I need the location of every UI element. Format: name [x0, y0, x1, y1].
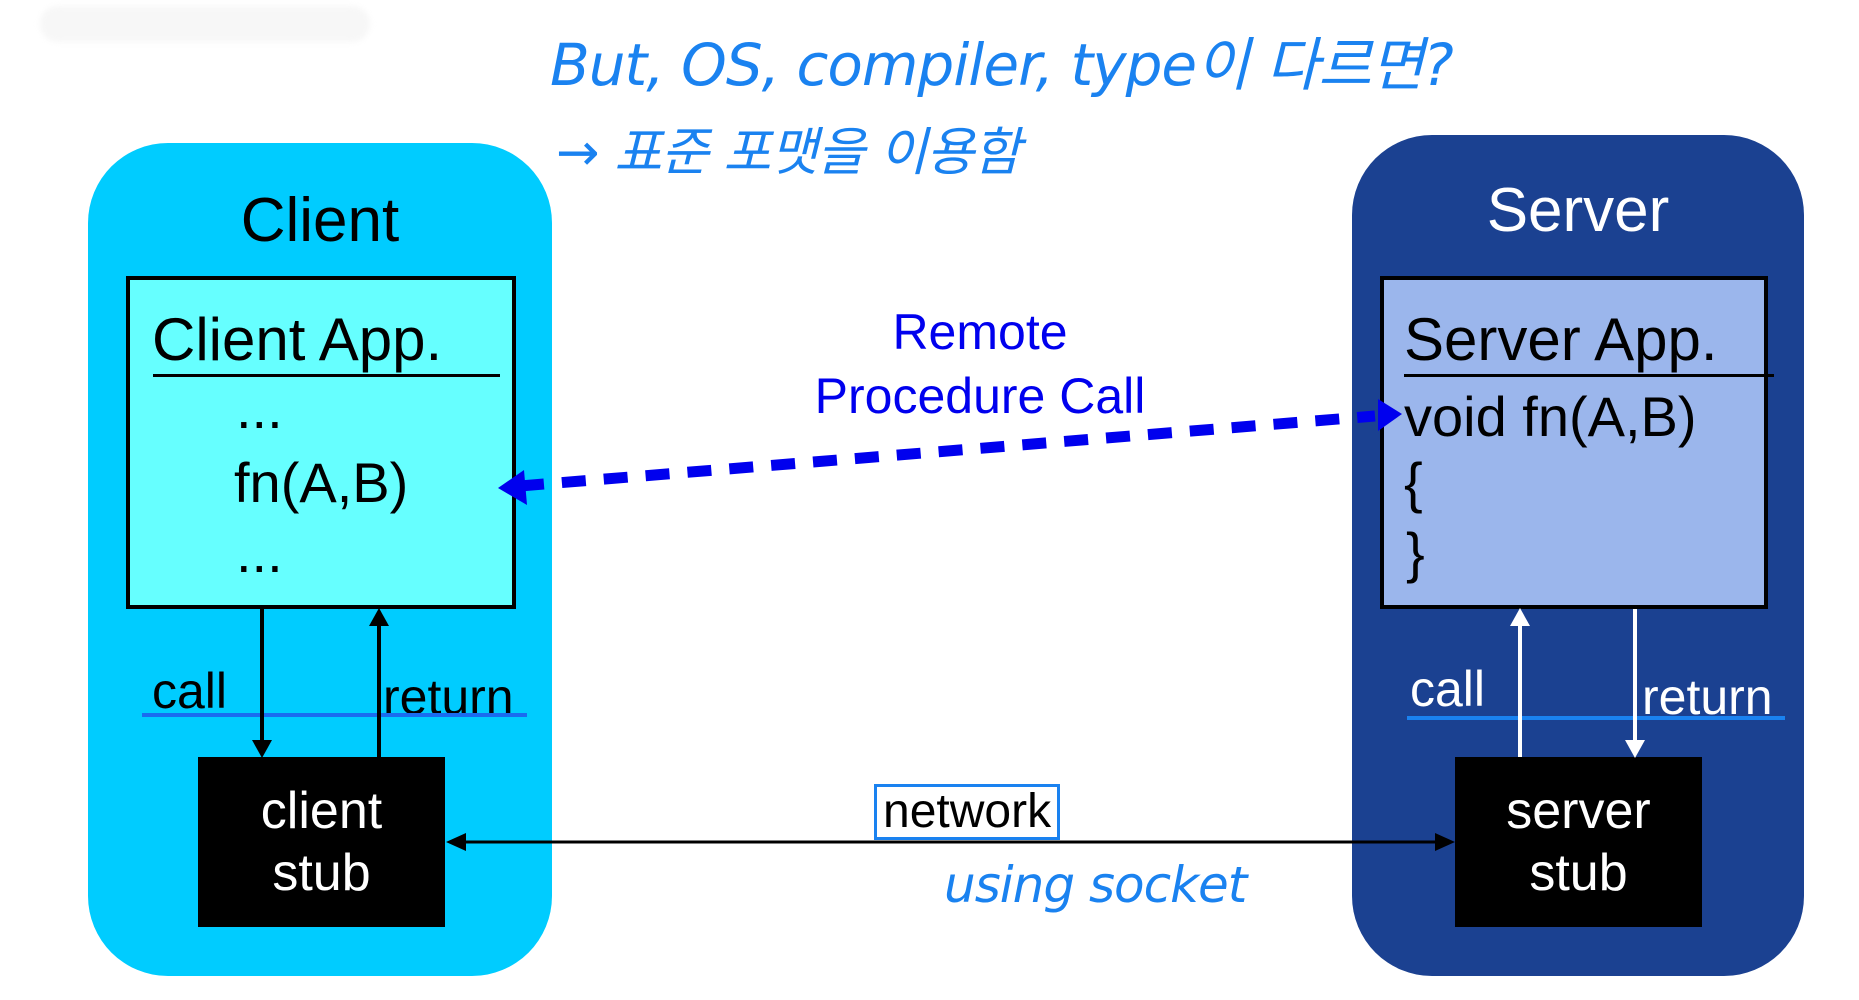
rpc-label: Remote Procedure Call — [780, 300, 1180, 428]
server-call-arrow — [1510, 608, 1530, 757]
network-arrowhead-right — [1435, 833, 1455, 851]
client-app-box: Client App. ... fn(A,B) ... — [126, 276, 516, 609]
server-stub-line1: server — [1506, 782, 1651, 840]
server-call-return-underline — [1407, 716, 1785, 720]
client-stub-line2: stub — [272, 844, 371, 902]
server-return-arrow — [1625, 609, 1645, 758]
client-app-title-underline — [153, 374, 500, 377]
server-return-arrowhead — [1625, 740, 1645, 758]
client-stub: client stub — [198, 757, 445, 927]
client-app-title: Client App. — [152, 306, 443, 373]
rpc-arrowhead-server — [1378, 399, 1402, 431]
handwritten-note-answer: → 표준 포맷을 이용함 — [556, 123, 1021, 183]
client-code-ellipsis-bottom: ... — [236, 521, 283, 584]
server-app-title-underline — [1404, 374, 1774, 377]
server-code-close-brace: } — [1406, 521, 1425, 584]
client-title: Client — [240, 186, 400, 255]
network-arrowhead-left — [446, 833, 466, 851]
server-return-label: return — [1642, 669, 1773, 725]
server-app-title: Server App. — [1404, 306, 1718, 373]
rpc-arrowhead-client — [498, 470, 527, 505]
client-call-arrow — [252, 609, 272, 758]
client-call-return-underline — [142, 713, 527, 717]
server-code-signature: void fn(A,B) — [1404, 385, 1697, 448]
erased-smudge — [40, 6, 370, 42]
server-call-label: call — [1410, 661, 1486, 717]
rpc-dashed-arrow — [498, 399, 1402, 505]
client-code-ellipsis-top: ... — [236, 377, 283, 440]
server-code-open-brace: { — [1404, 451, 1423, 514]
client-stub-line1: client — [260, 782, 383, 840]
server-title: Server — [1486, 176, 1670, 245]
client-return-arrow — [369, 608, 389, 757]
server-call-arrowhead — [1510, 608, 1530, 626]
handwritten-note-socket: using socket — [944, 856, 1247, 914]
client-call-label: call — [152, 663, 228, 719]
client-return-arrowhead — [369, 608, 389, 626]
handwritten-note-question: But, OS, compiler, type이 다르면? — [550, 31, 1454, 99]
server-stub: server stub — [1455, 757, 1702, 927]
server-app-box: Server App. void fn(A,B) { } — [1380, 276, 1774, 609]
network-label: network — [874, 784, 1061, 840]
client-code-fn-call: fn(A,B) — [234, 451, 409, 514]
client-call-arrowhead — [252, 740, 272, 758]
server-stub-line2: stub — [1529, 844, 1628, 902]
rpc-label-line1: Remote — [892, 304, 1068, 360]
network-arrow — [446, 833, 1455, 851]
rpc-label-line2: Procedure Call — [814, 368, 1146, 424]
